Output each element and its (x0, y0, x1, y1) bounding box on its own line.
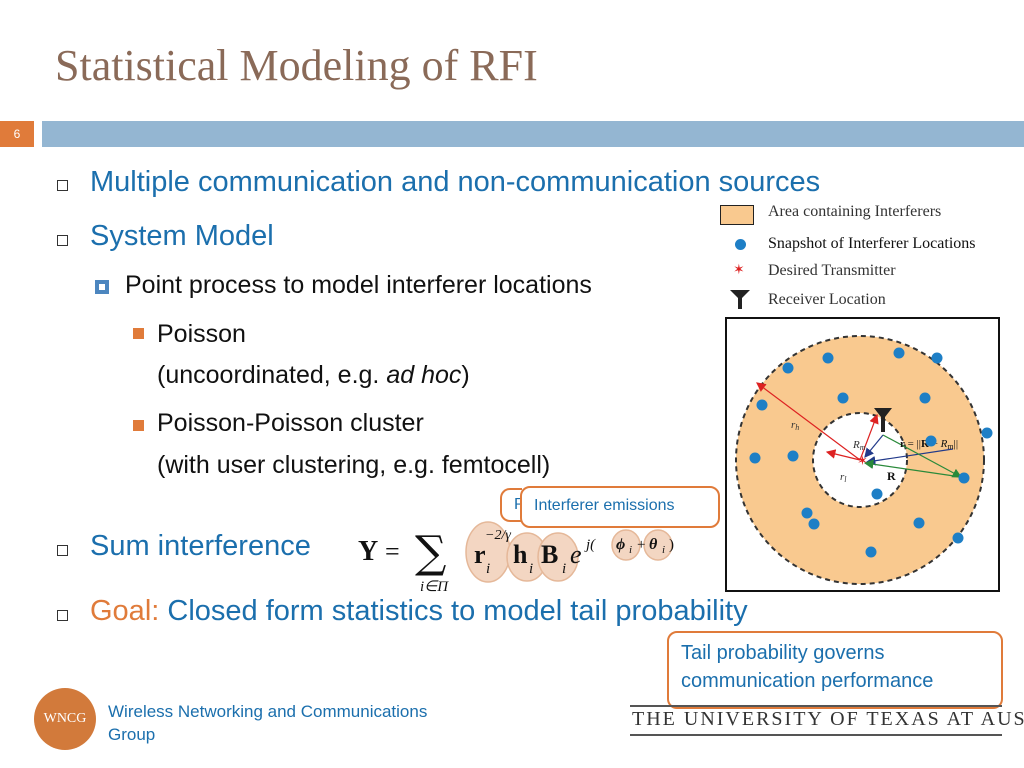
area-swatch (720, 205, 754, 225)
sub-bullet-icon (95, 280, 109, 294)
dot-icon (735, 239, 746, 250)
svg-text:−2/γ: −2/γ (485, 528, 511, 543)
divider (630, 705, 1002, 707)
legend-snapshot: Snapshot of Interferer Locations (768, 235, 976, 252)
svg-text:i: i (562, 561, 566, 577)
interferer-emissions-callout: Interferer emissions (520, 486, 720, 528)
bullet-ppc-detail: (with user clustering, e.g. femtocell) (157, 451, 551, 479)
page-title: Statistical Modeling of RFI (55, 41, 538, 90)
interferer-diagram: ✶ rh rl Rm R r = ||R − Rm|| (725, 317, 1000, 592)
bullet-point-process: Point process to model interferer locati… (125, 271, 592, 299)
svg-text:✶: ✶ (857, 454, 868, 469)
bullet-system-model: System Model (90, 220, 274, 252)
bullet-poisson-detail: (uncoordinated, e.g. ad hoc) (157, 361, 470, 389)
university-name: THE UNIVERSITY OF TEXAS AT AUSTIN (632, 708, 1024, 730)
svg-text:i: i (529, 561, 533, 577)
svg-text:h: h (513, 540, 528, 569)
svg-text:r: r (474, 540, 486, 569)
bullet-square-icon (57, 180, 68, 191)
bullet-poisson: Poisson (157, 320, 246, 348)
sub-sub-bullet-icon (133, 328, 144, 339)
svg-text:=: = (385, 537, 400, 566)
diagram-legend: Area containing Interferers Snapshot of … (720, 200, 1024, 315)
tail-probability-callout: Tail probability governs communication p… (667, 631, 1003, 709)
svg-text:Rm: Rm (852, 439, 866, 452)
svg-text:e: e (570, 540, 582, 569)
bullet-square-icon (57, 545, 68, 556)
svg-text:rh: rh (791, 419, 799, 432)
divider (630, 734, 1002, 736)
bullet-goal: Goal: Closed form statistics to model ta… (90, 595, 748, 627)
svg-text:i: i (629, 544, 632, 556)
svg-text:ϕ: ϕ (616, 536, 625, 553)
svg-text:i∈Π: i∈Π (420, 579, 449, 595)
slide-number: 6 (0, 121, 34, 147)
svg-text:i: i (486, 561, 490, 577)
legend-receiver: Receiver Location (768, 291, 886, 308)
star-icon: ✶ (733, 263, 745, 278)
bullet-square-icon (57, 610, 68, 621)
footer-group-name: Wireless Networking and Communications G… (108, 702, 428, 744)
wncg-logo: WNCG (34, 688, 96, 750)
svg-text:∑: ∑ (415, 527, 446, 578)
header-bar (42, 121, 1024, 147)
svg-text:Y: Y (358, 536, 378, 567)
svg-text:rl: rl (840, 471, 847, 484)
svg-text:): ) (669, 537, 674, 553)
svg-text:j(: j( (584, 537, 596, 553)
bullet-ppc: Poisson-Poisson cluster (157, 409, 424, 437)
legend-transmitter: Desired Transmitter (768, 262, 896, 279)
svg-text:+: + (637, 537, 645, 553)
bullet-sources: Multiple communication and non-communica… (90, 166, 821, 198)
hidden-callout: P (500, 488, 525, 522)
svg-text:B: B (541, 540, 558, 569)
svg-text:R: R (887, 469, 896, 483)
receiver-icon (730, 290, 750, 309)
svg-text:i: i (662, 544, 665, 556)
legend-area: Area containing Interferers (768, 203, 942, 220)
sub-sub-bullet-icon (133, 420, 144, 431)
bullet-square-icon (57, 235, 68, 246)
bullet-sum-interference: Sum interference (90, 530, 311, 562)
sum-interference-equation: Y = ∑ i∈Π r −2/γ i h i B i e j( ϕ i + θ … (358, 521, 674, 595)
svg-text:θ: θ (649, 536, 658, 553)
